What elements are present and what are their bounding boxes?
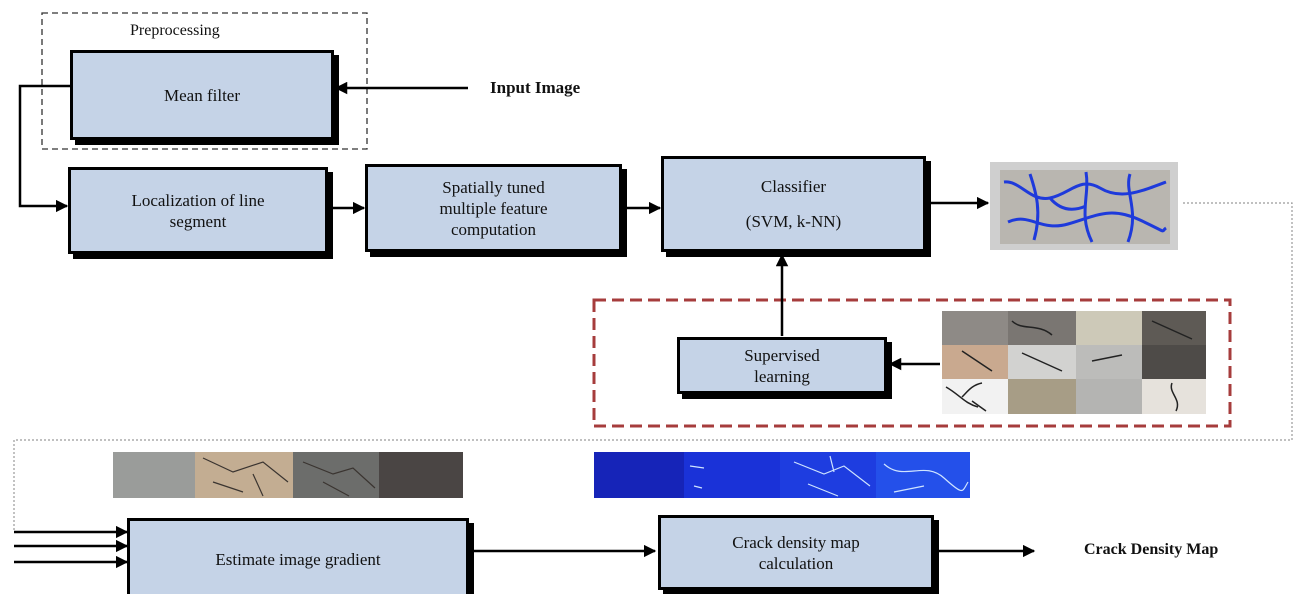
mean-filter-box: Mean filter [70, 50, 334, 140]
localization-box: Localization of line segment [68, 167, 328, 254]
sample-tile [1008, 379, 1076, 414]
dotted-connector [13, 202, 1293, 532]
localization-label-line1: Localization of line [131, 190, 265, 210]
arrow-mean-filter-to-localization [18, 84, 70, 213]
sample-tile [942, 345, 1008, 379]
supervised-label-line1: Supervised [744, 345, 820, 365]
texture-crack-lines [202, 457, 376, 497]
estimate-gradient-label: Estimate image gradient [215, 549, 381, 569]
crack-density-label-line1: Crack density map [732, 532, 860, 552]
crack-density-map-label: Crack Density Map [1084, 541, 1219, 558]
texture-tile [379, 452, 463, 498]
input-image-label: Input Image [490, 78, 581, 97]
texture-tile [293, 452, 379, 498]
training-frame [592, 298, 1232, 428]
spatial-label-line3: computation [451, 219, 536, 239]
sample-tile [942, 311, 1008, 345]
sample-tile [1076, 345, 1142, 379]
supervised-label-line2: learning [754, 366, 810, 386]
surface-texture-strip [113, 452, 463, 498]
mean-filter-label: Mean filter [164, 85, 240, 105]
density-map-graphic [594, 452, 970, 498]
sample-tile [1142, 379, 1206, 414]
sample-tile [1076, 311, 1142, 345]
spatial-feature-box: Spatially tuned multiple feature computa… [365, 164, 622, 252]
classifier-box: Classifier (SVM, k-NN) [661, 156, 926, 252]
preprocessing-label: Preprocessing [130, 22, 220, 39]
supervised-learning-box: Supervised learning [677, 337, 887, 394]
spatial-label-line2: multiple feature [439, 198, 548, 218]
preprocessing-frame [41, 12, 368, 150]
sample-tile [1076, 379, 1142, 414]
spatial-label-line1: Spatially tuned [442, 177, 545, 197]
classifier-label-line2: (SVM, k-NN) [745, 212, 842, 231]
training-samples-grid [942, 311, 1206, 414]
localization-label-line2: segment [169, 211, 227, 231]
classified-output-image [990, 162, 1178, 250]
crack-density-box: Crack density map calculation [658, 515, 934, 590]
sample-tile [1142, 311, 1206, 345]
sample-tile [1142, 345, 1206, 379]
estimate-gradient-box: Estimate image gradient [127, 518, 469, 594]
crack-overlay-graphic [1000, 170, 1170, 244]
sample-tile [1008, 311, 1076, 345]
crack-density-label-line2: calculation [758, 553, 834, 573]
texture-tile [195, 452, 293, 498]
texture-tile [113, 452, 195, 498]
density-map-strip [594, 452, 970, 498]
classifier-label-line1: Classifier [760, 177, 827, 196]
sample-crack-lines [945, 320, 1193, 412]
